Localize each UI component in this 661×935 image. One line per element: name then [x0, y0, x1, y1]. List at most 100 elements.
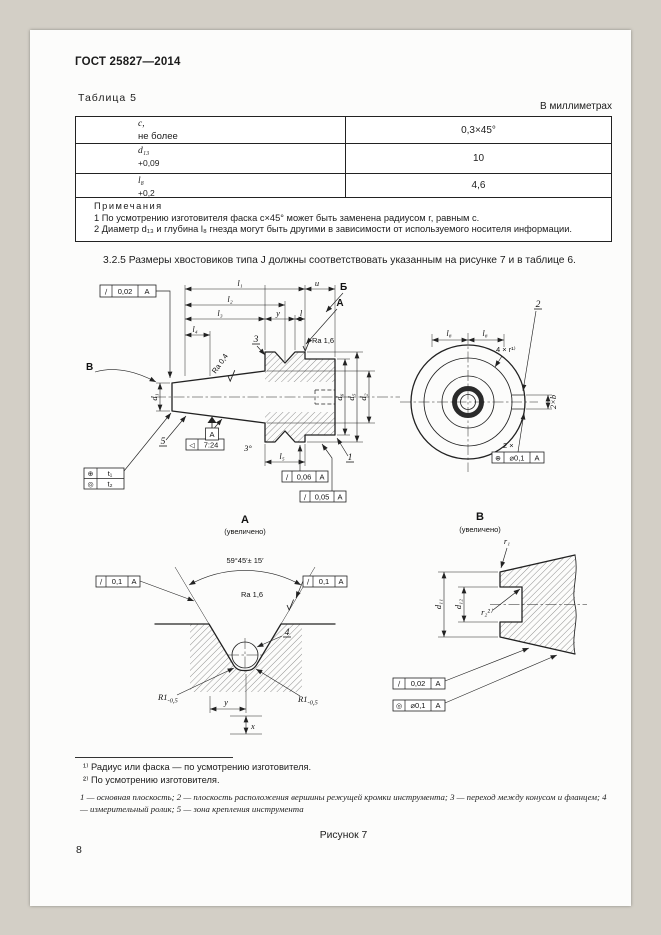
notes-title: Примечания: [94, 201, 163, 211]
svg-text:1: 1: [348, 453, 353, 463]
figure-7-drawing: l₁ u l₂ l₃ y l l₄ Б А В ∕ 0,02 А Ra 0,4 …: [83, 278, 587, 735]
svg-text:∕: ∕: [304, 494, 307, 502]
doc-number: ГОСТ 25827—2014: [75, 56, 181, 68]
dim-slot: 2×b: [548, 395, 558, 409]
svg-text:◎: ◎: [396, 702, 402, 710]
footnote-rule: [75, 757, 233, 758]
tolerance-frame-01-left: ∕ 0,1 А: [95, 575, 195, 602]
svg-text:R1-0,5: R1-0,5: [297, 694, 318, 707]
svg-text:А: А: [131, 577, 136, 586]
roughness-ra16: Ra 1,6: [312, 336, 334, 345]
svg-text:5: 5: [161, 437, 166, 447]
svg-text:А: А: [337, 493, 342, 502]
page-number: 8: [76, 844, 82, 856]
tolerance-frame-left: ⊕ t₁ ◎ t₂: [83, 412, 172, 490]
tolerance-frame-runout-b: ◎ ⌀0,1 А: [392, 654, 558, 712]
tolerance-frame-01-right: ∕ 0,1 А: [295, 575, 348, 599]
dim-l1: l₁: [237, 278, 242, 288]
note-item: 2 Диаметр d₁₃ и глубина l₈ гнезда могут …: [94, 224, 572, 235]
position-balloon-5: 5: [159, 415, 187, 447]
svg-text:0,06: 0,06: [297, 473, 312, 482]
dim-d5: d₅: [346, 393, 356, 400]
svg-text:0,1: 0,1: [319, 577, 329, 586]
count-label: 2 ×: [503, 441, 514, 450]
svg-text:∕: ∕: [105, 288, 108, 296]
svg-text:0,02: 0,02: [411, 679, 426, 688]
view-a-label: А: [336, 298, 343, 309]
svg-text:А: А: [319, 473, 324, 482]
table-row: d₁₃ +0,09 10: [76, 144, 611, 174]
radius-r2: r₂²⁾: [481, 607, 493, 617]
dim-l5: l₅: [279, 451, 284, 461]
dim-d6: d₆: [334, 393, 344, 400]
svg-text:⊕: ⊕: [495, 455, 501, 463]
tolerance-frame-002-b: ∕ 0,02 А: [392, 647, 530, 690]
dim-x-detail: x: [250, 721, 255, 731]
table-row: l₈ +0,2 4,6: [76, 174, 611, 198]
svg-text:◁: ◁: [189, 442, 195, 450]
chamfer-note: 4 × r¹⁾: [496, 345, 516, 354]
svg-text:0,1: 0,1: [112, 577, 122, 586]
radius-label-right: R1-0,5: [255, 668, 318, 707]
dim-l8-right: l₈: [482, 328, 487, 338]
detail-b: В (увеличено) r₁ r₂²⁾ d₁₁ d₁₂ ∕ 0,02 А ◎: [392, 511, 587, 712]
position-balloon-2: 2: [521, 300, 542, 392]
param-name: d₁₃: [138, 146, 150, 156]
svg-text:∕: ∕: [398, 680, 401, 688]
svg-text:А: А: [338, 577, 343, 586]
param-qualifier: не более: [138, 130, 178, 142]
position-balloon-4: 4: [256, 628, 291, 648]
svg-text:∕: ∕: [307, 578, 310, 586]
radius-label-left: R1-0,5: [157, 667, 235, 705]
roughness-ra04: Ra 0,4: [210, 352, 230, 375]
section-b-label: Б: [340, 282, 347, 293]
svg-text:t₁: t₁: [108, 469, 113, 478]
note-item: 1 По усмотрению изготовителя фаска с×45°…: [94, 212, 480, 223]
dim-l: l: [300, 308, 303, 318]
dim-d12: d₁₂: [453, 599, 463, 609]
radius-r1: r₁: [504, 536, 510, 546]
table-row: с, не более 0,3×45°: [76, 117, 611, 144]
param-cell: l₈ +0,2: [76, 174, 346, 198]
svg-text:А: А: [209, 430, 214, 439]
angle-3: 3°: [243, 443, 252, 453]
detail-a-title: А: [241, 514, 249, 526]
dim-d1: d₁: [149, 393, 159, 400]
view-v-label: В: [86, 362, 93, 373]
svg-text:∕: ∕: [286, 474, 289, 482]
dim-y: y: [275, 308, 280, 318]
param-tolerance: +0,2: [138, 187, 155, 198]
param-cell: d₁₃ +0,09: [76, 144, 346, 173]
table-label: Таблица 5: [78, 92, 137, 104]
tolerance-frame-end: ⊕ ⌀0,1 А: [491, 412, 545, 464]
table-5: с, не более 0,3×45° d₁₃ +0,09 10 l₈ +0,2…: [75, 116, 612, 242]
footnote-1: ¹⁾ Радиус или фаска — по усмотрению изго…: [83, 762, 312, 772]
end-view: l₈ l₈ 4 × r¹⁾ 2 2×b 2 × ⊕ ⌀0,1 А: [400, 300, 558, 472]
detail-a-subtitle: (увеличено): [224, 527, 266, 536]
detail-a: А (увеличено) 59°45′± 15′ ∕ 0,1 А ∕ 0,1 …: [95, 514, 348, 735]
svg-text:⌀0,1: ⌀0,1: [411, 701, 426, 710]
param-tolerance: +0,09: [138, 157, 160, 168]
dim-d2: d₂: [358, 393, 368, 400]
svg-text:А: А: [435, 701, 440, 710]
units-note: В миллиметрах: [540, 101, 612, 112]
dim-l3: l₃: [217, 308, 222, 318]
svg-text:t₂: t₂: [108, 480, 113, 489]
svg-text:⌀0,1: ⌀0,1: [510, 454, 525, 463]
value-cell: 4,6: [471, 180, 486, 191]
svg-text:R1-0,5: R1-0,5: [157, 692, 178, 705]
svg-text:4: 4: [285, 628, 290, 638]
value-cell: 0,3×45°: [461, 124, 496, 136]
svg-text:2: 2: [536, 300, 541, 310]
svg-text:∕: ∕: [100, 578, 103, 586]
table-notes: Примечания 1 По усмотрению изготовителя …: [76, 198, 611, 241]
dim-l4: l₄: [192, 324, 197, 334]
dim-u: u: [315, 278, 319, 288]
detail-b-subtitle: (увеличено): [459, 525, 501, 534]
svg-text:3: 3: [253, 335, 259, 345]
figure-label: Рисунок 7: [319, 830, 368, 841]
datum-a: А: [205, 416, 219, 441]
param-cell: с, не более: [76, 117, 346, 143]
param-name: с,: [138, 119, 145, 129]
